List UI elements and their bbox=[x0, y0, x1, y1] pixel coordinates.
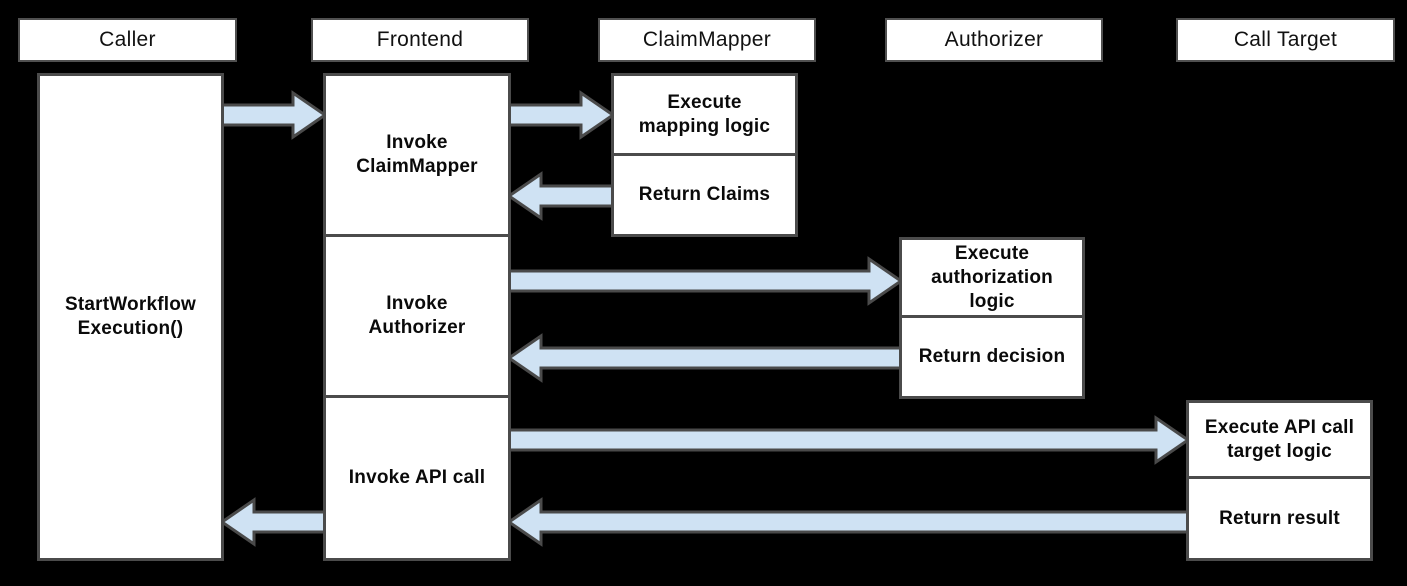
node-start-workflow-execution: StartWorkflow Execution() bbox=[37, 73, 224, 561]
arrow-claimmapper-to-frontend bbox=[506, 171, 615, 221]
node-invoke-api-call: Invoke API call bbox=[323, 395, 511, 561]
node-invoke-claim-mapper: Invoke ClaimMapper bbox=[323, 73, 511, 237]
node-return-result: Return result bbox=[1186, 476, 1373, 561]
lane-header-claim-mapper: ClaimMapper bbox=[598, 18, 816, 62]
lane-header-caller: Caller bbox=[18, 18, 237, 62]
node-label: Invoke Authorizer bbox=[368, 293, 466, 338]
arrow-frontend-to-calltarget bbox=[507, 415, 1191, 465]
node-label: StartWorkflow Execution() bbox=[64, 294, 197, 339]
node-invoke-authorizer: Invoke Authorizer bbox=[323, 234, 511, 398]
node-label: Execute API call target logic bbox=[1204, 416, 1355, 462]
node-label: Invoke API call bbox=[348, 467, 486, 488]
node-execute-mapping-logic: Execute mapping logic bbox=[611, 73, 798, 156]
arrow-frontend-to-authorizer bbox=[507, 256, 904, 306]
arrow-caller-to-frontend bbox=[220, 90, 328, 140]
lane-header-call-target: Call Target bbox=[1176, 18, 1395, 62]
node-return-decision: Return decision bbox=[899, 315, 1085, 399]
arrow-authorizer-to-frontend bbox=[506, 333, 903, 383]
node-execute-authorization-logic: Execute authorization logic bbox=[899, 237, 1085, 318]
node-label: Return decision bbox=[918, 346, 1066, 367]
arrow-frontend-to-claimmapper bbox=[507, 90, 616, 140]
node-label: Return result bbox=[1219, 507, 1340, 529]
node-label: Execute authorization logic bbox=[931, 242, 1053, 312]
node-execute-api-call-target-logic: Execute API call target logic bbox=[1186, 400, 1373, 479]
node-label: Execute mapping logic bbox=[638, 91, 771, 137]
node-label: Return Claims bbox=[638, 184, 771, 205]
lane-header-frontend: Frontend bbox=[311, 18, 529, 62]
arrow-frontend-to-caller bbox=[219, 497, 327, 547]
node-label: Invoke ClaimMapper bbox=[356, 132, 478, 177]
node-return-claims: Return Claims bbox=[611, 153, 798, 237]
lane-header-authorizer: Authorizer bbox=[885, 18, 1103, 62]
arrow-calltarget-to-frontend bbox=[506, 497, 1190, 547]
